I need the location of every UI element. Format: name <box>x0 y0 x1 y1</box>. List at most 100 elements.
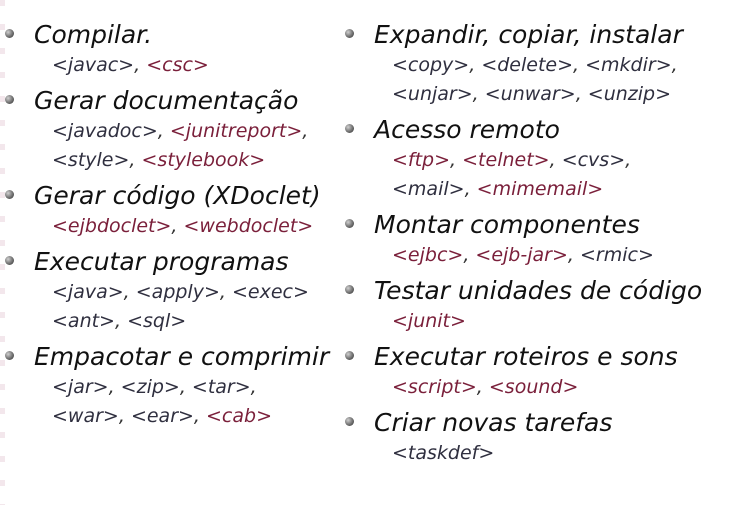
tag-line: <javadoc>, <junitreport>, <box>52 117 345 146</box>
task-tag: <sound> <box>488 376 579 398</box>
tag-line: <copy>, <delete>, <mkdir>, <box>392 51 731 80</box>
task-tag: <cab> <box>206 405 273 427</box>
bullet-icon <box>5 256 14 265</box>
tag-list: <javac>, <csc> <box>34 51 345 80</box>
left-column: Compilar.<javac>, <csc>Gerar documentaçã… <box>0 18 345 435</box>
list-item: Criar novas tarefas <taskdef> <box>340 406 731 468</box>
separator: , <box>134 54 147 76</box>
separator: , <box>549 149 562 171</box>
bullet-icon <box>5 29 14 38</box>
tag-list: <copy>, <delete>, <mkdir>,<unjar>, <unwa… <box>374 51 731 109</box>
separator: , <box>469 54 482 76</box>
separator: , <box>171 215 184 237</box>
slide-edge-decoration <box>0 0 5 505</box>
task-tag: <apply> <box>135 281 220 303</box>
list-item: Empacotar e comprimir<jar>, <zip>, <tar>… <box>0 340 345 431</box>
task-tag: <exec> <box>231 281 309 303</box>
list-item: Executar roteiros e sons<script>, <sound… <box>340 340 731 402</box>
task-tag: <ftp> <box>392 149 451 171</box>
item-heading: Criar novas tarefas <box>374 408 613 437</box>
separator: , <box>476 376 489 398</box>
separator: , <box>573 54 586 76</box>
tag-list: <ejbdoclet>, <webdoclet> <box>34 212 345 241</box>
task-tag: <sql> <box>127 310 187 332</box>
tag-line: <ftp>, <telnet>, <cvs>, <box>392 146 731 175</box>
task-tag: <ejbc> <box>392 244 464 266</box>
item-heading: Gerar documentação <box>34 86 299 115</box>
task-tag: <ant> <box>52 310 115 332</box>
item-heading: Expandir, copiar, instalar <box>374 20 683 49</box>
separator: , <box>464 178 477 200</box>
bullet-icon <box>5 351 14 360</box>
item-heading: Executar roteiros e sons <box>374 342 678 371</box>
bullet-icon <box>5 190 14 199</box>
list-item: Gerar documentação<javadoc>, <junitrepor… <box>0 84 345 175</box>
bullet-icon <box>5 95 14 104</box>
task-tag: <unwar> <box>484 83 576 105</box>
tag-list: <javadoc>, <junitreport>,<style>, <style… <box>34 117 345 175</box>
tag-list: <ejbc>, <ejb-jar>, <rmic> <box>374 241 731 270</box>
tag-list: <junit> <box>374 307 731 336</box>
task-tag: <junit> <box>392 310 466 332</box>
list-item: Montar componentes<ejbc>, <ejb-jar>, <rm… <box>340 208 731 270</box>
separator: , <box>567 244 580 266</box>
separator: , <box>123 281 136 303</box>
task-tag: <webdoclet> <box>183 215 314 237</box>
task-tag: <mkdir> <box>585 54 672 76</box>
list-item: Expandir, copiar, instalar<copy>, <delet… <box>340 18 731 109</box>
separator: , <box>129 149 142 171</box>
task-tag: <mimemail> <box>476 178 604 200</box>
separator: , <box>463 244 476 266</box>
item-heading: Acesso remoto <box>374 115 560 144</box>
list-item: Executar programas<java>, <apply>, <exec… <box>0 245 345 336</box>
task-tag: <delete> <box>481 54 574 76</box>
tag-list: <jar>, <zip>, <tar>,<war>, <ear>, <cab> <box>34 373 345 431</box>
tag-line: <unjar>, <unwar>, <unzip> <box>392 80 731 109</box>
item-heading: Empacotar e comprimir <box>34 342 330 371</box>
separator: , <box>575 83 588 105</box>
task-tag: <telnet> <box>462 149 550 171</box>
task-tag: <unjar> <box>392 83 473 105</box>
tag-list: <taskdef> <box>374 439 731 468</box>
list-item: Compilar.<javac>, <csc> <box>0 18 345 80</box>
tag-line: <jar>, <zip>, <tar>, <box>52 373 345 402</box>
bullet-icon <box>345 351 354 360</box>
tag-line: <ant>, <sql> <box>52 307 345 336</box>
tag-line: <taskdef> <box>392 439 731 468</box>
item-heading: Compilar. <box>34 20 153 49</box>
task-tag: <mail> <box>392 178 465 200</box>
task-tag: <javac> <box>52 54 135 76</box>
task-tag: <zip> <box>120 376 180 398</box>
tag-line: <ejbc>, <ejb-jar>, <rmic> <box>392 241 731 270</box>
task-tag: <ejb-jar> <box>475 244 568 266</box>
task-tag: <style> <box>52 149 130 171</box>
list-item: Acesso remoto<ftp>, <telnet>, <cvs>,<mai… <box>340 113 731 204</box>
list-item: Testar unidades de código <junit> <box>340 274 731 336</box>
task-tag: <csc> <box>146 54 209 76</box>
item-heading: Gerar código (XDoclet) <box>34 181 321 210</box>
tag-line: <war>, <ear>, <cab> <box>52 402 345 431</box>
bullet-icon <box>345 285 354 294</box>
tag-line: <java>, <apply>, <exec> <box>52 278 345 307</box>
task-tag: <unzip> <box>587 83 672 105</box>
separator: , <box>118 405 131 427</box>
tag-line: <ejbdoclet>, <webdoclet> <box>52 212 345 241</box>
separator: , <box>108 376 121 398</box>
item-heading: Montar componentes <box>374 210 640 239</box>
separator: , <box>114 310 128 332</box>
task-tag: <war> <box>52 405 119 427</box>
separator: , <box>450 149 463 171</box>
task-tag: <jar> <box>52 376 109 398</box>
tag-line: <javac>, <csc> <box>52 51 345 80</box>
tag-line: <style>, <stylebook> <box>52 146 345 175</box>
task-tag: <ejbdoclet> <box>52 215 172 237</box>
item-heading: Testar unidades de código <box>374 276 703 305</box>
separator: , <box>472 83 485 105</box>
task-tag: <java> <box>52 281 124 303</box>
task-tag: <tar> <box>191 376 251 398</box>
task-tag: <cvs> <box>561 149 626 171</box>
separator: , <box>671 54 678 76</box>
separator: , <box>302 120 309 142</box>
task-tag: <taskdef> <box>392 442 495 464</box>
task-tag: <ear> <box>130 405 194 427</box>
